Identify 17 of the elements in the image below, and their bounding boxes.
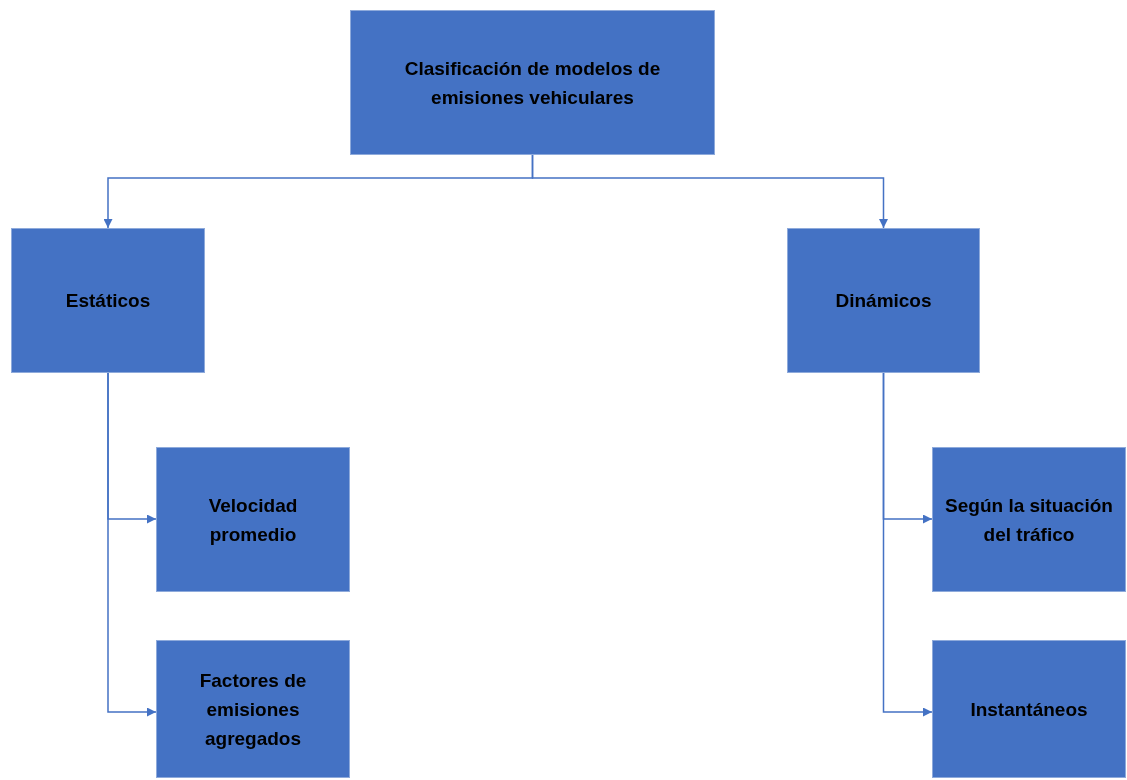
box-label: Estáticos bbox=[65, 289, 151, 313]
category-box bbox=[156, 447, 350, 592]
box-label: Instantáneos bbox=[970, 697, 1088, 722]
box-label: Velocidad promedio bbox=[207, 493, 299, 547]
category-box bbox=[156, 640, 350, 778]
connector-arrow bbox=[107, 372, 157, 717]
connector-arrow bbox=[531, 154, 888, 229]
connector-arrow bbox=[882, 372, 933, 717]
category-box bbox=[350, 10, 715, 155]
box-label: Dinámicos bbox=[835, 289, 932, 313]
box-label: Según la situación del tráfico bbox=[944, 493, 1114, 547]
box-label: Clasificación de modelos de emisiones vehiculares bbox=[403, 56, 662, 110]
category-box bbox=[787, 228, 980, 373]
box-label: Factores de emisiones agregados bbox=[198, 668, 308, 751]
category-box bbox=[11, 228, 205, 373]
category-box bbox=[932, 640, 1126, 778]
category-box bbox=[932, 447, 1126, 592]
